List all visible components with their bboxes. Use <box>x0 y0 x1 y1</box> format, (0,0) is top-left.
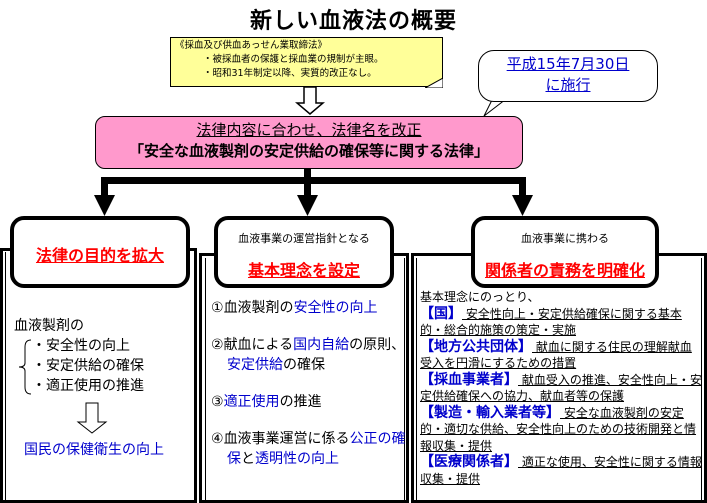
old-law-note: 《採血及び供血あっせん業取締法》 ・被採血者の保護と採血業の規制が主眼。 ・昭和… <box>170 37 443 87</box>
connector-right-drop <box>519 177 526 197</box>
panel-purpose-body: 血液製剤の ・安全性の向上 ・安定供給の確保 ・適正使用の推進 国民の保健衛生の… <box>14 316 194 460</box>
panel-principles-header: 血液事業の運営指針となる 基本理念を設定 <box>214 216 394 288</box>
renamed-law-box: 法律内容に合わせ、法律名を改正 「安全な血液製剤の安定供給の確保等に関する法律」 <box>95 116 523 169</box>
duty-text: 献血受入の推進、安全性向上・安定供給確保への協力、献血者等の保護 <box>420 372 702 404</box>
connector-horizontal <box>101 177 526 184</box>
old-law-point: ・昭和31年制定以降、実質的改正なし。 <box>203 68 377 79</box>
panel-purpose-title: 法律の目的を拡大 <box>35 246 164 265</box>
purpose-item: ・適正使用の推進 <box>32 378 144 394</box>
duty-tag: 【国】 <box>420 305 462 322</box>
panel-purpose-inner <box>5 252 193 503</box>
panel-principles <box>199 253 409 503</box>
duty-text: 安全性向上・安定供給確保に関する基本的・総合的施策の策定・実施 <box>420 306 682 338</box>
principle-highlight: 透明性の向上 <box>255 451 339 467</box>
purpose-item: ・安全性の向上 <box>32 338 130 354</box>
old-law-point: ・被採血者の保護と採血業の規制が主眼。 <box>203 54 384 65</box>
panel-duties-title: 関係者の責務を明確化 <box>484 261 645 280</box>
principle-text: 血液事業運営に係る <box>223 431 350 447</box>
duty-tag: 【医療関係者】 <box>420 454 518 470</box>
page-title: 新しい血液法の概要 <box>249 9 457 34</box>
principle-text: と <box>241 451 255 467</box>
brace-icon <box>18 339 32 395</box>
purpose-item: ・安定供給の確保 <box>32 358 144 374</box>
duty-item: 【製造・輸入業者等】 安全な血液製剤の安定的・適切な供給、安全性向上のための技術… <box>420 405 702 455</box>
panel-principles-prelabel: 血液事業の運営指針となる <box>238 232 370 245</box>
panel-principles-inner <box>205 258 405 503</box>
duty-tag: 【地方公共団体】 <box>420 338 532 355</box>
principle-highlight: 国内自給 <box>293 337 350 353</box>
principle-highlight: 安全性の向上 <box>293 300 378 316</box>
down-arrow-icon <box>512 195 533 216</box>
duty-item: 【医療関係者】 適正な使用、安全性に関する情報収集・提供 <box>420 454 702 487</box>
effective-date-bubble: 平成15年7月30日 に施行 <box>478 50 658 102</box>
principle-text: の原則、 <box>349 337 406 353</box>
principle-text: の確保 <box>283 357 325 373</box>
effective-date-line1: 平成15年7月30日 <box>506 55 630 73</box>
principle-highlight: 安定供給 <box>227 357 283 373</box>
purpose-lead: 血液製剤の <box>14 318 84 334</box>
connector-stem <box>304 169 311 179</box>
duty-item: 【国】 安全性向上・安定供給確保に関する基本的・総合的施策の策定・実施 <box>420 306 702 339</box>
duty-item: 【採血事業者】 献血受入の推進、安全性向上・安定供給確保への協力、献血者等の保護 <box>420 372 702 405</box>
panel-duties-header: 血液事業に携わる 関係者の責務を明確化 <box>471 216 659 288</box>
connector-center-drop <box>304 177 311 197</box>
panel-duties-prelabel: 血液事業に携わる <box>521 232 609 245</box>
principle-number: ② <box>211 337 224 353</box>
panel-principles-body: ①血液製剤の安全性の向上 ②献血による国内自給の原則、安定供給の確保 ③適正使用の推… <box>211 298 407 486</box>
principle-item: ④血液事業運営に係る公正の確保と透明性の向上 <box>211 429 407 469</box>
principle-number: ① <box>211 300 224 316</box>
connector-left-drop <box>101 177 108 197</box>
principle-item: ②献血による国内自給の原則、安定供給の確保 <box>211 335 407 375</box>
purpose-result: 国民の保健衛生の向上 <box>24 442 164 458</box>
principle-text: 血液製剤の <box>223 300 294 316</box>
effective-date-line2: に施行 <box>545 76 591 94</box>
duty-item: 【地方公共団体】 献血に関する住民の理解献血受入を円滑にするための措置 <box>420 339 702 372</box>
principle-number: ③ <box>211 394 224 410</box>
principle-highlight: 適正使用 <box>223 394 280 410</box>
panel-duties-inner <box>416 258 702 503</box>
duty-text: 献血に関する住民の理解献血受入を円滑にするための措置 <box>420 339 692 371</box>
down-arrow-icon <box>297 195 318 216</box>
principle-text: 献血による <box>223 337 294 353</box>
duty-text: 適正な使用、安全性に関する情報収集・提供 <box>420 455 702 486</box>
principle-item: ③適正使用の推進 <box>211 392 407 412</box>
page-fold-icon <box>425 78 443 88</box>
duties-intro: 基本理念にのっとり、 <box>420 290 540 304</box>
down-arrow-icon <box>295 87 325 115</box>
panel-purpose-header: 法律の目的を拡大 <box>10 216 190 288</box>
panel-duties-body: 基本理念にのっとり、 【国】 安全性向上・安定供給確保に関する基本的・総合的施策… <box>420 289 702 487</box>
down-arrow-icon <box>94 195 115 216</box>
renamed-law-subtitle: 法律内容に合わせ、法律名を改正 <box>196 121 422 139</box>
principle-number: ④ <box>211 431 224 447</box>
principle-highlight: 公正の確保 <box>227 431 406 467</box>
duty-text: 安全な血液製剤の安定的・適切な供給、安全性向上のための技術開発と情報収集・提供 <box>420 405 697 453</box>
principle-item: ①血液製剤の安全性の向上 <box>211 298 407 318</box>
old-law-heading: 《採血及び供血あっせん業取締法》 <box>175 40 328 51</box>
renamed-law-name: 「安全な血液製剤の安定供給の確保等に関する法律」 <box>128 142 489 160</box>
down-arrow-icon <box>76 402 108 434</box>
panel-principles-title: 基本理念を設定 <box>247 261 360 280</box>
duty-tag: 【製造・輸入業者等】 <box>420 404 560 421</box>
duty-tag: 【採血事業者】 <box>420 371 518 388</box>
principle-text: の推進 <box>279 394 322 410</box>
